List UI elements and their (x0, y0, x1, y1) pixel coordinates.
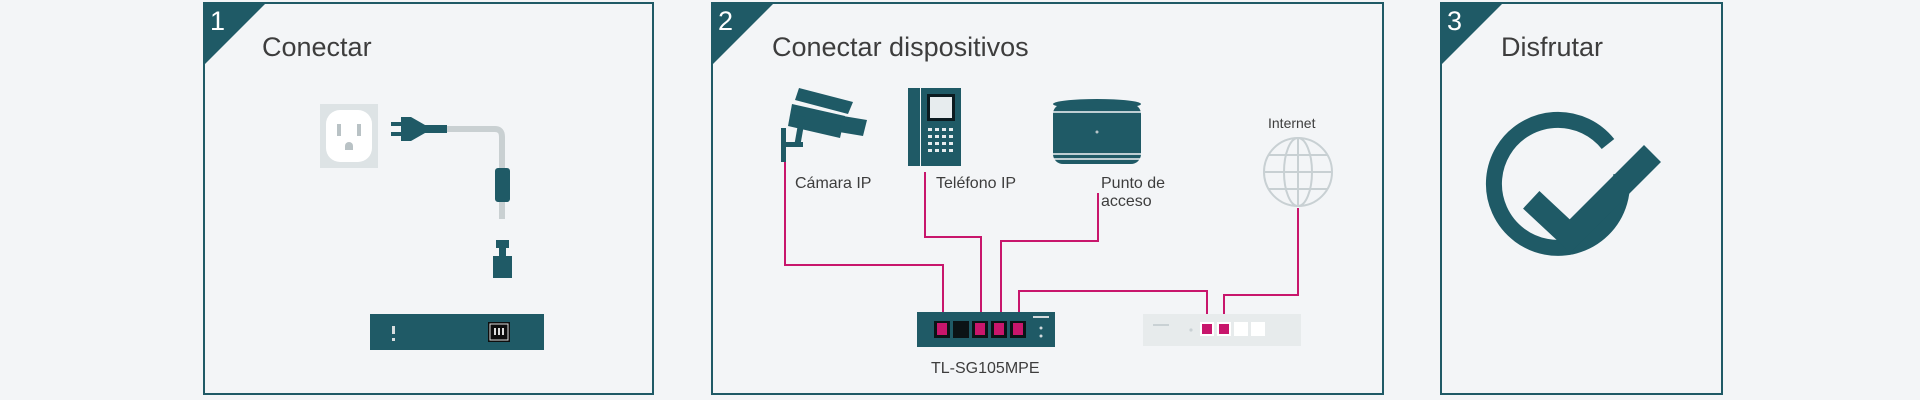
switch-model-label: TL-SG105MPE (931, 360, 1040, 377)
step-3-panel: 3 Disfrutar (1440, 2, 1723, 395)
globe-icon (1263, 137, 1333, 207)
ip-phone-icon (908, 88, 961, 166)
access-point-label-line1: Punto de (1101, 175, 1166, 192)
device-connection-diagram (781, 88, 1333, 347)
ip-camera-icon (781, 88, 867, 162)
access-point-label-line2: acceso (1101, 193, 1152, 210)
step-2-title: Conectar dispositivos (772, 32, 1029, 62)
check-circle-icon (1485, 111, 1661, 256)
internet-label: Internet (1268, 115, 1316, 131)
step-3-number: 3 (1447, 6, 1463, 36)
ethernet-cables (784, 162, 1299, 321)
power-connection-illustration (320, 104, 544, 350)
step-1-title: Conectar (262, 32, 372, 62)
step-3-corner-badge (1442, 4, 1502, 64)
step-2-panel: 2 Conectar dispositivos (711, 2, 1384, 395)
step-2-number: 2 (718, 6, 734, 36)
step-1-corner-badge (205, 4, 265, 64)
power-outlet-icon (320, 104, 378, 168)
router-icon (1143, 314, 1301, 346)
switch-icon (917, 312, 1055, 347)
step-3-title: Disfrutar (1501, 32, 1604, 62)
step-1-panel: 1 Conectar (203, 2, 654, 395)
step-2-corner-badge (713, 4, 773, 64)
camera-label: Cámara IP (795, 175, 872, 192)
enjoy-illustration (1485, 111, 1661, 256)
switch-rear-panel (370, 314, 544, 350)
phone-label: Teléfono IP (936, 175, 1017, 192)
power-plug-icon (391, 117, 512, 278)
access-point-icon (1053, 99, 1141, 164)
step-1-number: 1 (210, 6, 226, 36)
